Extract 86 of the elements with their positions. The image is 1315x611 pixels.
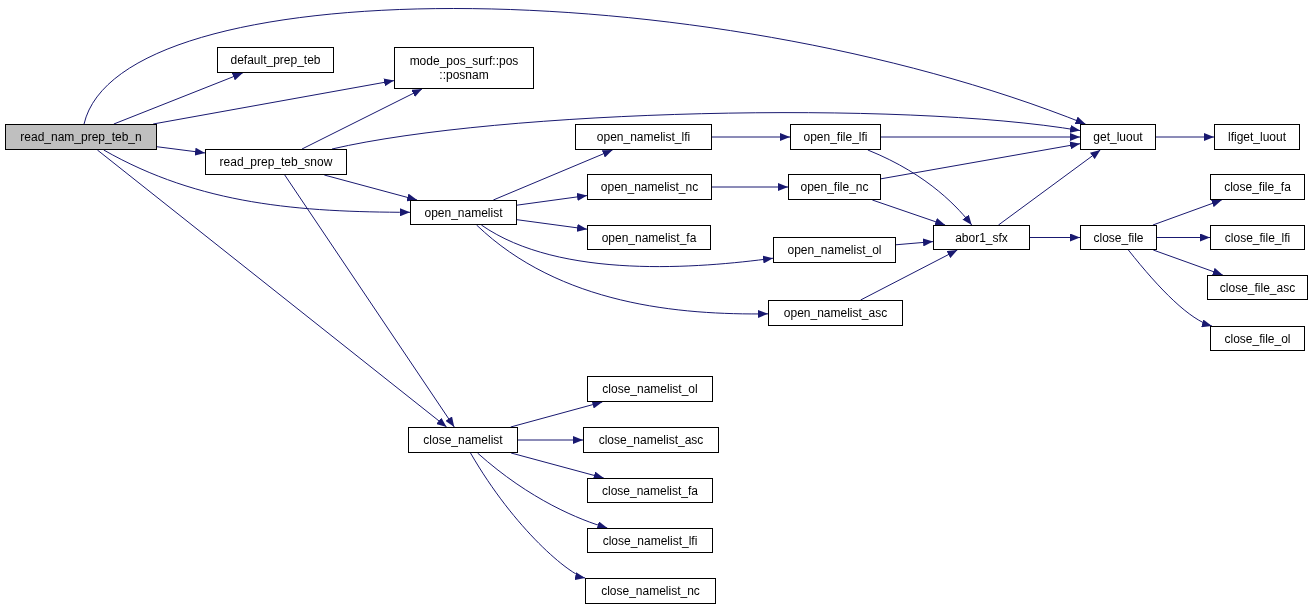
function-name: default_prep_teb (230, 53, 321, 67)
function-name: lfiget_luout (1227, 130, 1286, 144)
call-arrow (331, 112, 1081, 150)
function-box (408, 427, 518, 453)
call-arrow (480, 224, 774, 268)
call-arrow (711, 133, 791, 141)
call-arrow (476, 224, 769, 318)
function-name: close_namelist (423, 433, 503, 447)
function-box (410, 200, 517, 225)
function-name: open_namelist_fa (601, 230, 697, 245)
call-arrow (1156, 233, 1211, 242)
function-name: open_namelist_lfi (596, 130, 691, 144)
function-name: close_file_ol (1224, 331, 1291, 346)
call-arrow (880, 133, 1081, 141)
function-name: close_file (1093, 230, 1144, 245)
function-box (585, 578, 716, 604)
function-box (217, 47, 334, 73)
call-arrow (470, 452, 586, 579)
call-arrow (711, 183, 789, 191)
function-name: mode_pos_surf::pos ::posnam (408, 54, 520, 82)
function-name: close_file_asc (1219, 280, 1296, 295)
function-name: close_namelist_lfi (602, 533, 698, 548)
function-name: close_namelist_nc (601, 584, 700, 598)
call-arrow (1152, 249, 1224, 276)
function-box (587, 528, 713, 553)
call-arrow (895, 238, 934, 247)
function-name: open_namelist_nc (600, 180, 699, 194)
function-name: abor1_sfx (955, 230, 1008, 245)
function-box (1210, 174, 1305, 200)
call-arrow (477, 452, 608, 529)
function-box (205, 149, 347, 175)
call-arrow (103, 149, 411, 217)
function-box (773, 237, 896, 263)
function-name: close_file_fa (1224, 180, 1291, 194)
call-arrow (860, 249, 958, 301)
function-box (394, 47, 534, 89)
call-arrow (113, 72, 244, 125)
function-box (1080, 225, 1157, 250)
call-arrow (880, 141, 1081, 180)
call-arrow (284, 174, 455, 428)
function-box (768, 300, 903, 326)
function-name: close_file_lfi (1224, 230, 1291, 245)
function-name: open_namelist_asc (783, 306, 888, 320)
function-name: close_namelist_fa (601, 483, 699, 498)
function-box (788, 174, 881, 200)
function-box (587, 174, 712, 200)
call-arrow (96, 149, 448, 428)
call-arrow (516, 219, 588, 232)
call-arrow (1127, 249, 1213, 327)
function-box (587, 376, 713, 402)
function-name: open_namelist (424, 205, 503, 220)
function-box (5, 124, 157, 150)
function-name: get_luout (1093, 130, 1143, 144)
function-name: open_file_lfi (803, 130, 868, 144)
call-arrow (323, 174, 418, 202)
function-box (1214, 124, 1300, 150)
function-name: open_namelist_ol (787, 243, 882, 257)
call-arrow (867, 149, 973, 226)
call-arrow (510, 452, 605, 480)
function-box (1210, 326, 1305, 351)
function-name: close_namelist_asc (598, 433, 704, 447)
call-arrow (998, 149, 1101, 226)
function-box (1080, 124, 1156, 150)
function-box (587, 225, 711, 250)
call-arrow (517, 436, 584, 444)
function-name: read_prep_teb_snow (219, 155, 333, 169)
function-box (1210, 225, 1305, 250)
function-box (587, 478, 713, 503)
function-box (1207, 275, 1308, 300)
call-arrow (492, 149, 613, 201)
function-box (790, 124, 881, 150)
function-box (575, 124, 712, 150)
call-arrow (156, 146, 206, 156)
function-name: close_namelist_ol (602, 382, 698, 396)
function-box (583, 427, 719, 453)
call-arrow (83, 8, 1086, 125)
function-box (933, 225, 1030, 250)
call-arrow (1155, 133, 1215, 141)
call-arrow (516, 192, 588, 206)
call-arrow (1152, 199, 1223, 226)
function-name: open_file_nc (800, 180, 869, 194)
function-name: read_nam_prep_teb_n (20, 130, 142, 144)
call-arrow (871, 199, 946, 226)
call-arrow (1029, 233, 1081, 242)
call-arrow (510, 400, 603, 428)
call-arrow (301, 88, 423, 150)
